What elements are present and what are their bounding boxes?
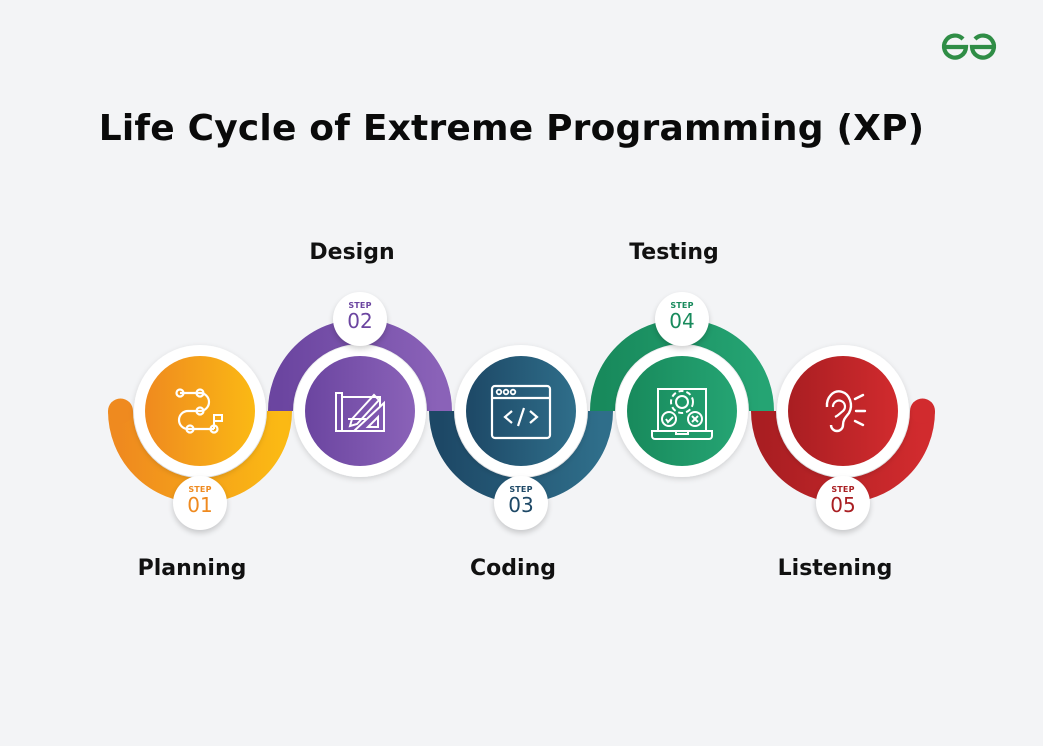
step-circle xyxy=(466,356,576,466)
laptop-gear-check-cross-icon xyxy=(651,388,713,440)
step-badge-label: STEP xyxy=(188,485,212,494)
step-name: Planning xyxy=(137,556,247,581)
roadmap-flag-icon xyxy=(175,388,223,434)
geeksforgeeks-logo-icon xyxy=(941,33,997,60)
step-number: 01 xyxy=(187,493,213,517)
step-badge-label: STEP xyxy=(670,301,694,310)
title-text: Life Cycle of Extreme Programming (XP) xyxy=(98,108,925,149)
step-circle xyxy=(627,356,737,466)
step-badge-label: STEP xyxy=(831,485,855,494)
code-window-icon xyxy=(490,384,552,440)
step-name: Listening xyxy=(777,556,893,581)
step-number: 04 xyxy=(669,309,695,333)
step-number: 05 xyxy=(830,493,856,517)
ear-sound-icon xyxy=(825,390,867,433)
step-badge-label: STEP xyxy=(348,301,372,310)
step-name: Design xyxy=(309,240,395,265)
step-badge-label: STEP xyxy=(509,485,533,494)
step-number: 02 xyxy=(347,309,373,333)
page-title: Life Cycle of Extreme Programming (XP) xyxy=(0,108,1043,149)
step-name: Testing xyxy=(629,240,719,265)
step-number: 03 xyxy=(508,493,534,517)
blueprint-pencil-ruler-icon xyxy=(335,392,385,432)
step-name: Coding xyxy=(470,556,556,581)
